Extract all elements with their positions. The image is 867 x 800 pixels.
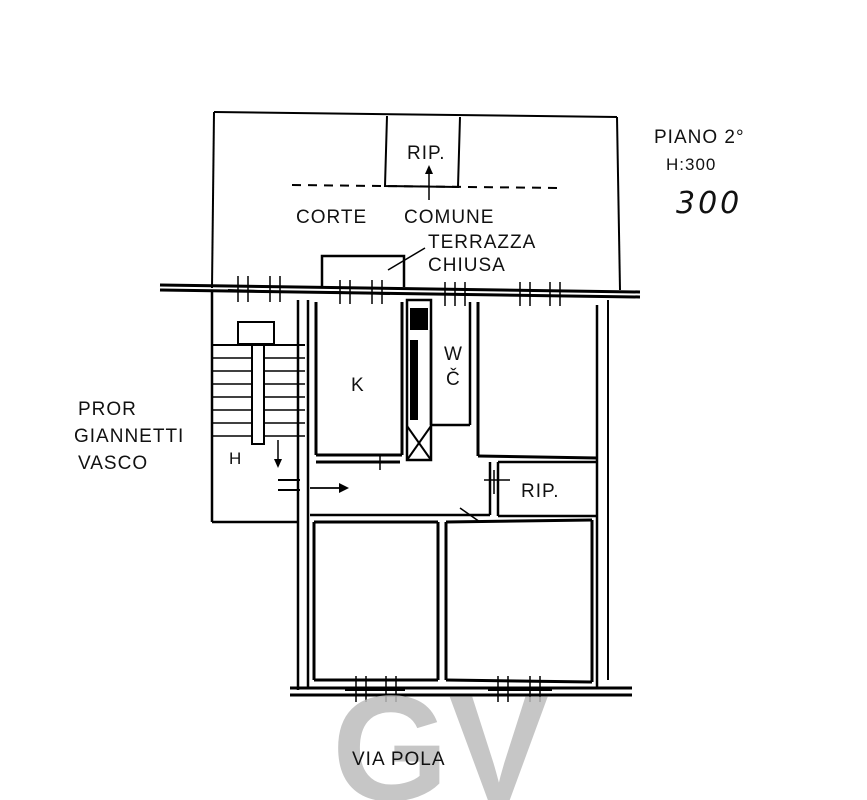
gv-watermark: GV [332,664,549,800]
courtyard-outline [211,111,621,291]
bedroom-lower-left [312,520,440,682]
storage-top-label: RIP. [407,143,446,164]
owner-label-line1: PROR [78,399,137,420]
handwritten-height: 300 [676,186,742,221]
storage-room-right [496,460,597,518]
storage-mid-label: RIP. [521,481,560,502]
storage-room-top [383,115,461,200]
owner-label-line2: GIANNETTI [74,426,184,447]
corridor [278,460,492,517]
kitchen-room [314,302,404,457]
stairwell [212,321,305,468]
terrace-enclosed-label: CHIUSA [428,255,506,276]
window-mark [509,282,569,306]
wc-room [405,298,472,462]
exterior-walls [159,283,641,697]
arrow-up-icon [425,165,433,174]
common-label: COMUNE [404,207,494,228]
entrance-arrow-icon [339,483,349,493]
enclosed-terrace [320,247,426,287]
wc-label-w: W [444,344,463,365]
terrace-label: TERRAZZA [428,232,536,253]
street-label: VIA POLA [352,749,446,770]
window-mark [437,282,473,306]
floor-label: PIANO 2° [654,127,745,148]
courtyard-label: CORTE [296,207,367,228]
wc-label-c: Č [446,368,461,390]
window-symbols [227,276,569,702]
stair-mark: H [229,449,242,468]
bedroom-lower-right [444,518,594,684]
kitchen-label: K [351,375,365,396]
window-mark [331,280,391,304]
window-mark [488,676,552,702]
owner-label-line3: VASCO [78,453,148,474]
door-marks [379,455,510,523]
bedroom-upper-right [476,302,598,460]
window-mark [227,276,291,302]
window-mark [345,676,405,702]
height-label: H:300 [666,155,716,174]
arrow-down-icon [274,459,282,468]
